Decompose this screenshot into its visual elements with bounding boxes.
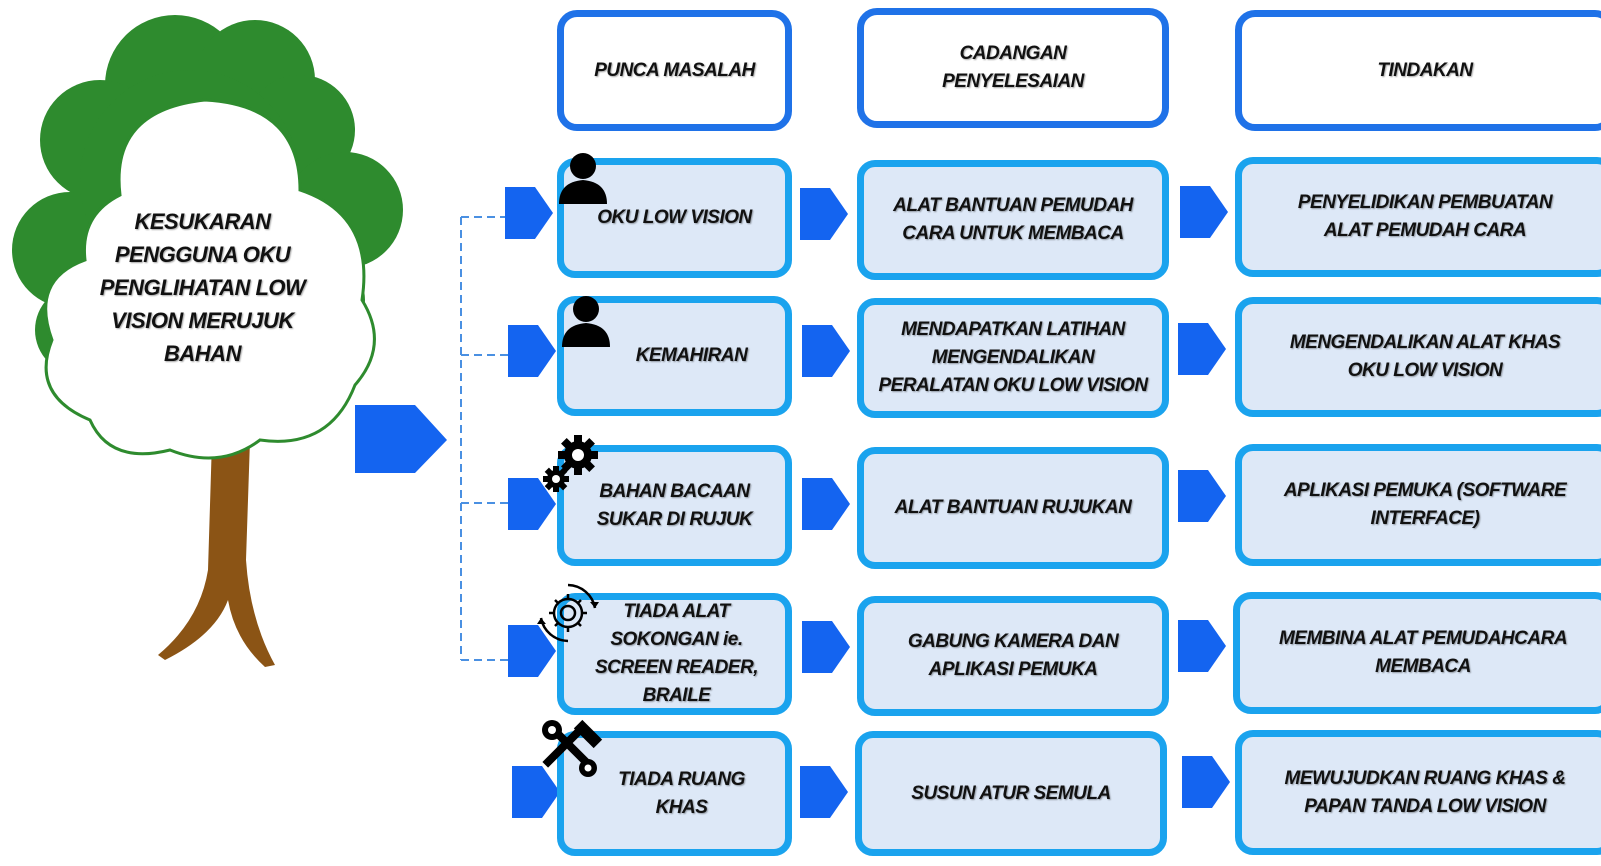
solution-text-4: GABUNG KAMERA DAN APLIKASI PEMUKA: [907, 631, 1119, 680]
cause-text-1: OKU LOW VISION: [597, 207, 752, 228]
tools-icon: [542, 719, 603, 777]
arrow-icon: [512, 766, 560, 818]
action-text-1: PENYELIDIKAN PEMBUATAN ALAT PEMUDAH CARA: [1297, 192, 1553, 241]
cause-cell-4: TIADA ALAT SOKONGAN ie. SCREEN READER, B…: [557, 593, 792, 715]
cause-text-5: TIADA RUANG KHAS: [618, 768, 745, 818]
tree-trunk: [158, 440, 275, 667]
arrow-icon: [800, 766, 848, 818]
arrow-icon: [508, 478, 556, 530]
arrow-icon: [508, 625, 556, 677]
solution-text-5: SUSUN ATUR SEMULA: [911, 782, 1111, 804]
solution-text-3: ALAT BANTUAN RUJUKAN: [894, 497, 1132, 518]
solution-cell-2: MENDAPATKAN LATIHAN MENGENDALIKAN PERALA…: [857, 298, 1169, 418]
cause-cell-1: OKU LOW VISION: [557, 158, 792, 278]
arrow-icon: [802, 478, 850, 530]
arrow-icon: [800, 188, 848, 240]
solution-cell-4: GABUNG KAMERA DAN APLIKASI PEMUKA: [857, 596, 1169, 716]
problem-tree: KESUKARAN PENGGUNA OKU PENGLIHATAN LOW V…: [0, 0, 460, 700]
arrow-icon: [802, 621, 850, 673]
arrow-icon: [1178, 323, 1226, 375]
arrow-icon: [508, 325, 556, 377]
solution-text-2: MENDAPATKAN LATIHAN MENGENDALIKAN PERALA…: [878, 319, 1148, 396]
header-action-label: TINDAKAN: [1377, 59, 1473, 81]
action-text-3: APLIKASI PEMUKA (SOFTWARE INTERFACE): [1283, 480, 1567, 529]
header-action: TINDAKAN: [1235, 10, 1601, 131]
arrow-icon: [802, 325, 850, 377]
action-cell-3: APLIKASI PEMUKA (SOFTWARE INTERFACE): [1235, 444, 1601, 566]
solution-cell-3: ALAT BANTUAN RUJUKAN: [857, 447, 1169, 569]
gears-icon: [543, 435, 598, 492]
action-cell-1: PENYELIDIKAN PEMBUATAN ALAT PEMUDAH CARA: [1235, 157, 1601, 277]
tree-cloud: [44, 98, 376, 460]
action-cell-5: MEWUJUDKAN RUANG KHAS & PAPAN TANDA LOW …: [1235, 730, 1601, 855]
tree-graphic: [12, 15, 403, 667]
header-cause: PUNCA MASALAH: [557, 10, 792, 131]
cause-text-3: BAHAN BACAAN SUKAR DI RUJUK: [596, 480, 753, 530]
cause-cell-5: TIADA RUANG KHAS: [557, 731, 792, 856]
action-text-5: MEWUJUDKAN RUANG KHAS & PAPAN TANDA LOW …: [1284, 767, 1566, 817]
action-cell-4: MEMBINA ALAT PEMUDAHCARA MEMBACA: [1233, 592, 1601, 714]
solution-text-1: ALAT BANTUAN PEMUDAH CARA UNTUK MEMBACA: [893, 195, 1133, 244]
cause-text-2: KEMAHIRAN: [635, 345, 748, 366]
gear-cycle-icon: [537, 583, 599, 643]
action-text-2: MENGENDALIKAN ALAT KHAS OKU LOW VISION: [1289, 332, 1561, 381]
arrow-icon: [1178, 470, 1226, 522]
arrow-icon: [1178, 620, 1226, 672]
solution-cell-5: SUSUN ATUR SEMULA: [855, 731, 1167, 856]
solution-cell-1: ALAT BANTUAN PEMUDAH CARA UNTUK MEMBACA: [857, 160, 1169, 280]
header-cause-label: PUNCA MASALAH: [594, 59, 755, 81]
cause-cell-2: KEMAHIRAN: [557, 296, 792, 416]
cause-text-4: TIADA ALAT SOKONGAN ie. SCREEN READER, B…: [595, 601, 758, 706]
arrow-icon: [1182, 756, 1230, 808]
user-icon: [559, 153, 607, 204]
tree-arrow-icon: [355, 405, 447, 473]
arrow-icon: [1180, 186, 1228, 238]
cause-cell-3: BAHAN BACAAN SUKAR DI RUJUK: [557, 445, 792, 566]
user-icon: [562, 296, 610, 347]
header-solution-label: CADANGAN PENYELESAIAN: [942, 43, 1084, 92]
arrow-icon: [505, 187, 553, 239]
action-text-4: MEMBINA ALAT PEMUDAHCARA MEMBACA: [1278, 628, 1568, 677]
action-cell-2: MENGENDALIKAN ALAT KHAS OKU LOW VISION: [1235, 297, 1601, 417]
connector-lines: [460, 216, 513, 661]
header-solution: CADANGAN PENYELESAIAN: [857, 8, 1169, 128]
problem-statement: KESUKARAN PENGGUNA OKU PENGLIHATAN LOW V…: [99, 209, 306, 366]
